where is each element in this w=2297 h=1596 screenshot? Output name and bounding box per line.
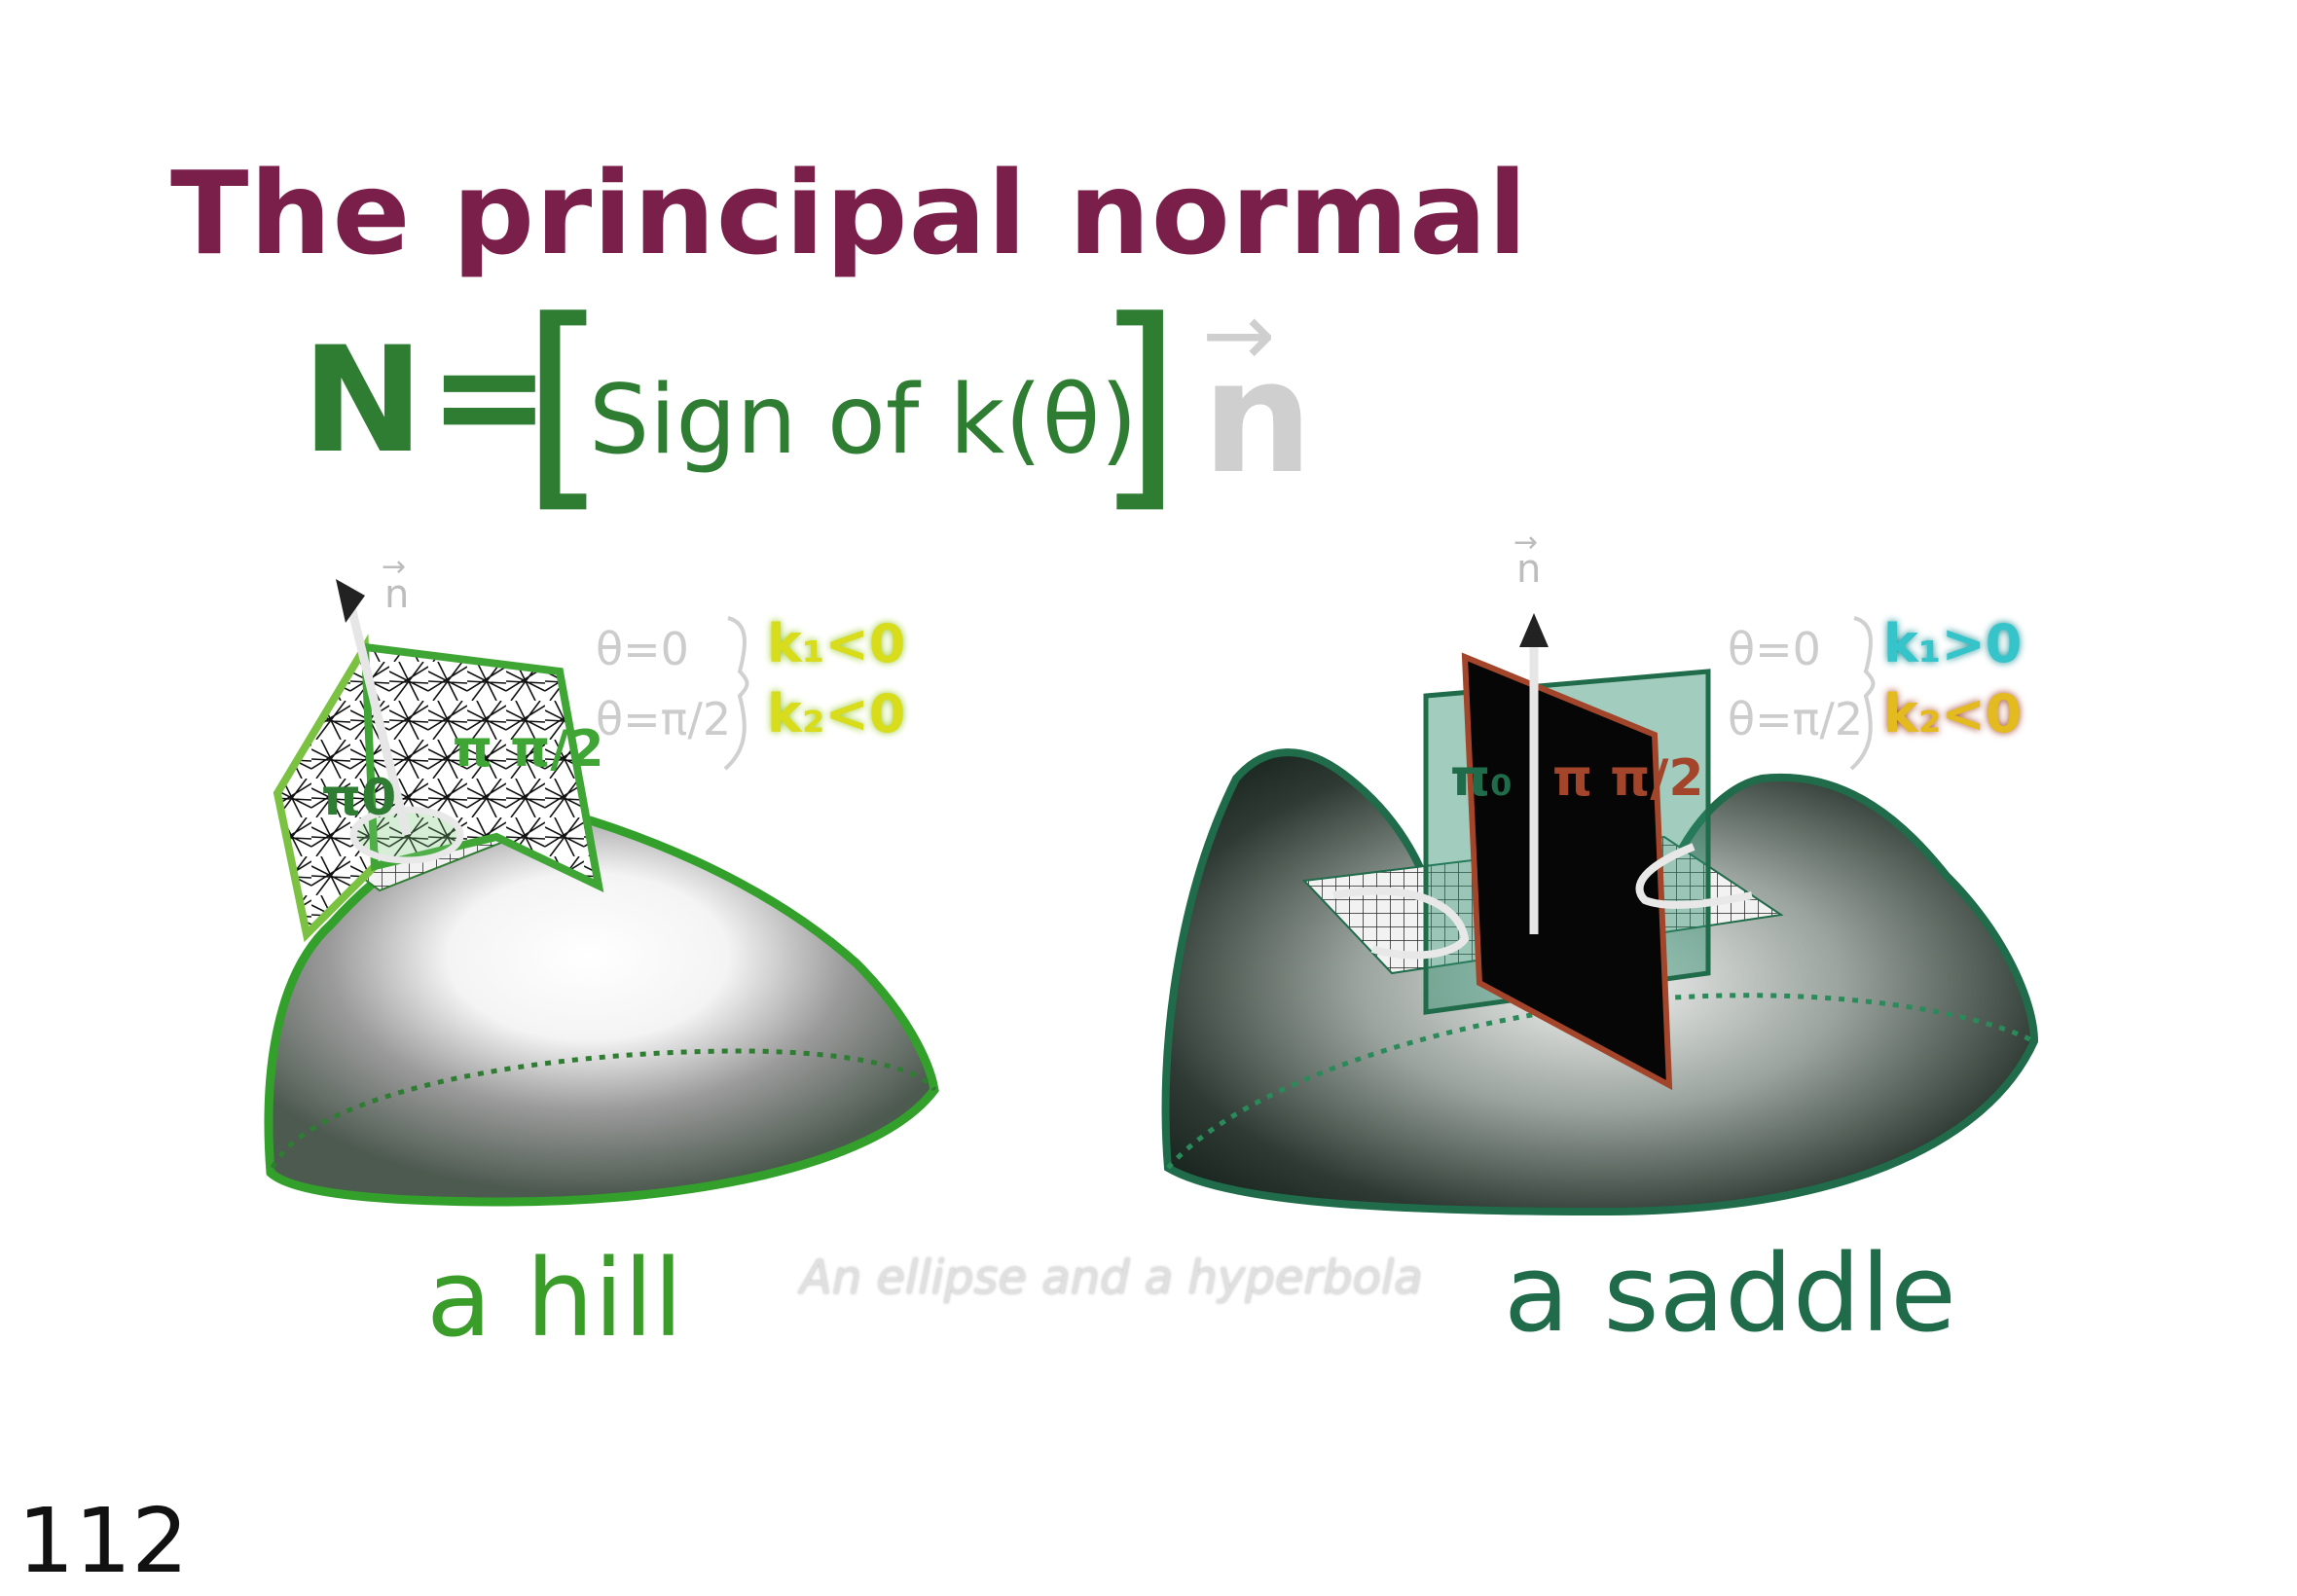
saddle-condition-theta-0: θ=0 (1728, 623, 1821, 675)
saddle-rim-dashed (1166, 993, 2036, 1170)
saddle-label: a saddle (1504, 1231, 1956, 1356)
saddle-k1: k₁>0 (1883, 613, 2023, 674)
page-title: The principal normal (170, 146, 1529, 280)
saddle-plane-pi-half (1461, 652, 1673, 1091)
formula-content: Sign of k(θ) (589, 365, 1138, 476)
hill-equator-dashed (270, 1048, 937, 1170)
saddle-hyperbola-left (1332, 887, 1470, 960)
saddle-normal-arrow: → (1513, 526, 1539, 560)
formula-left-bracket: [ (521, 273, 608, 533)
saddle-hyperbola-right (1635, 843, 1753, 909)
hill-normal-vector (346, 601, 412, 837)
hill-normal-arrow: → (382, 550, 407, 584)
hill-condition-theta-0: θ=0 (596, 623, 689, 675)
hill-label: a hill (426, 1236, 683, 1360)
saddle-k2: k₂<0 (1883, 683, 2023, 744)
hill-k1: k₁<0 (767, 613, 906, 674)
hill-condition-theta-half-pi: θ=π/2 (596, 693, 732, 745)
formula-equals: = (428, 311, 551, 481)
saddle-plane-pi-half-label: π π/2 (1552, 749, 1704, 808)
saddle-condition-theta-half-pi: θ=π/2 (1728, 693, 1864, 745)
hill-figure (264, 579, 939, 1207)
page-number: 112 (18, 1489, 189, 1593)
saddle-normal-label: n (1516, 547, 1542, 592)
hill-plane-pi-half (360, 642, 604, 892)
hill-plane-pi-half-label: π π/2 (453, 720, 604, 779)
formula-vector: n (1202, 326, 1313, 508)
hill-surface (264, 802, 939, 1207)
hill-k2: k₂<0 (767, 683, 906, 744)
formula-vector-arrow: → (1202, 284, 1276, 386)
hill-plane-pi0-label: π0 (321, 769, 397, 827)
caption: An ellipse and a hyperbola (800, 1251, 1423, 1305)
saddle-figure (1161, 613, 2039, 1216)
saddle-plane-pi0-label: π₀ (1450, 749, 1513, 808)
formula-lhs: N (302, 316, 424, 486)
saddle-normal-arrowhead (1519, 613, 1549, 647)
formula-right-bracket: ] (1095, 273, 1183, 533)
hill-brace (723, 616, 749, 771)
hill-normal-arrowhead (336, 579, 365, 623)
saddle-brace (1849, 616, 1876, 771)
hill-normal-label: n (384, 572, 410, 617)
